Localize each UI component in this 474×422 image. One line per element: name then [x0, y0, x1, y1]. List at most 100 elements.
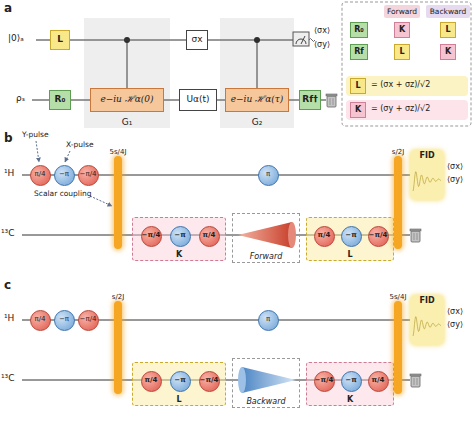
unitary-gate: e−iu ℋα(0) — [90, 88, 164, 112]
node-text: e−iu ℋα(τ) — [231, 95, 283, 104]
node-text: π — [266, 316, 270, 323]
output-label: ⟨σy⟩ — [447, 176, 463, 185]
node-text: L — [445, 26, 450, 34]
node-text: Rf — [354, 48, 364, 56]
output-label: ⟨σy⟩ — [314, 41, 330, 50]
node-text: K — [399, 26, 405, 34]
node-text: 5s/4J — [390, 294, 407, 301]
node-text: −π — [345, 377, 356, 384]
node-text: π/4 — [318, 232, 331, 239]
gate-stage: G₂e−iu ℋα(τ) — [220, 18, 294, 128]
gate-box: Rf — [350, 44, 368, 60]
legend-band — [346, 100, 468, 120]
panel-letter: a — [4, 2, 12, 15]
label-box: |0⟩ₐ — [8, 34, 24, 44]
node-text: Backward — [246, 398, 285, 406]
legend-band — [346, 76, 468, 96]
label-box: = (σx + σz)/√2 — [371, 81, 430, 90]
forward-cone — [238, 222, 292, 248]
state-label: ρₛ — [16, 94, 25, 104]
gate-box: K — [394, 22, 410, 38]
pulse-circle: −π — [341, 371, 362, 392]
label-box: ⟨σx⟩ — [314, 27, 330, 36]
pulse-circle: π/4 — [314, 226, 335, 247]
system-wire — [32, 100, 49, 101]
label-box: b — [4, 132, 13, 145]
label-box: Scalar coupling — [34, 190, 92, 198]
node-text: L — [355, 82, 360, 90]
node-text: s/2J — [392, 149, 405, 156]
node-text: π/4 — [372, 377, 385, 384]
node-text: K — [347, 396, 353, 404]
node-text: π/4 — [145, 377, 158, 384]
label-box: ¹H — [4, 314, 14, 324]
label-box: c — [4, 279, 11, 292]
k-block: K −π/4 −π π/4 — [306, 362, 394, 406]
l-block: Lπ/4−π−π/4 — [132, 362, 226, 406]
pulse-circle: π — [258, 165, 279, 186]
definition-text: = (σx + σz)/√2 — [371, 81, 430, 90]
nucleus-label: ¹³C — [1, 229, 15, 239]
output-label: ⟨σx⟩ — [314, 27, 330, 36]
pulse-circle: −π — [341, 226, 362, 247]
label-box: a — [4, 2, 12, 15]
gate-box: Uα(t) — [179, 89, 217, 111]
pulse-circle: π/4 — [368, 371, 389, 392]
node-text: −π — [59, 171, 69, 178]
trash-symbol — [410, 374, 421, 387]
node-text: 5s/4J — [110, 149, 127, 156]
backward-cone — [242, 367, 296, 393]
node-text: L — [57, 35, 63, 44]
node-text: L — [347, 251, 352, 259]
node-text: L — [399, 48, 404, 56]
gate-box: R₀ — [49, 90, 71, 110]
output-label: ⟨σx⟩ — [447, 163, 463, 172]
backward-cone — [238, 367, 246, 393]
evolution-block: Backward — [232, 358, 300, 408]
pulse-circle: −π — [170, 226, 191, 247]
callout-arrow — [90, 196, 112, 206]
meter-needle — [296, 36, 306, 44]
coupling-bar-fill — [394, 156, 402, 249]
node-text: −π/4 — [142, 232, 161, 239]
node-text: π/4 — [34, 171, 45, 178]
node-text: s/2J — [112, 294, 125, 301]
label-box: X-pulse — [66, 141, 94, 149]
pulse-circle: π/4 — [141, 371, 162, 392]
node-text: G₁ — [122, 118, 133, 127]
label-box: ¹³C — [1, 374, 15, 384]
node-text: π — [266, 171, 270, 178]
coupling-bar: 5s/4J — [108, 149, 128, 249]
node-text: Forward — [250, 253, 283, 261]
gate-box: K — [440, 44, 456, 60]
label-box: ¹³C — [1, 229, 15, 239]
callout-text: X-pulse — [66, 141, 94, 149]
label-box: ⟨σx⟩ — [447, 308, 463, 317]
state-label: |0⟩ₐ — [8, 34, 24, 44]
node-text: R₀ — [354, 26, 364, 34]
callout-text: Y-pulse — [22, 131, 49, 139]
callout-arrow — [36, 141, 39, 162]
meter-symbol — [293, 32, 309, 46]
gate-stage: G₁ e−iu ℋα(0) — [84, 18, 170, 128]
node-text: −π/4 — [80, 171, 97, 178]
l-block: Lπ/4−π−π/4 — [306, 217, 394, 261]
panel-letter: c — [4, 279, 11, 292]
nucleus-label: ¹³C — [1, 374, 15, 384]
column-header: Backward — [426, 5, 470, 18]
node-text: Rf† — [302, 95, 317, 104]
gate-box: L — [350, 78, 366, 94]
label-box: Y-pulse — [22, 131, 49, 139]
gate-box: K — [350, 102, 366, 118]
fid-box: FID — [410, 295, 444, 345]
coupling-bar-fill — [394, 301, 402, 394]
pulse-circle: π/4 — [199, 226, 220, 247]
node-text: K — [355, 106, 361, 114]
node-text: R₀ — [55, 95, 66, 104]
nucleus-label: ¹H — [4, 169, 14, 179]
node-text: Uα(t) — [186, 95, 209, 104]
pulse-circle: −π — [54, 165, 75, 186]
forward-cone — [288, 222, 296, 248]
coupling-bar: 5s/4J — [388, 294, 408, 394]
node-text: −π/4 — [315, 377, 334, 384]
